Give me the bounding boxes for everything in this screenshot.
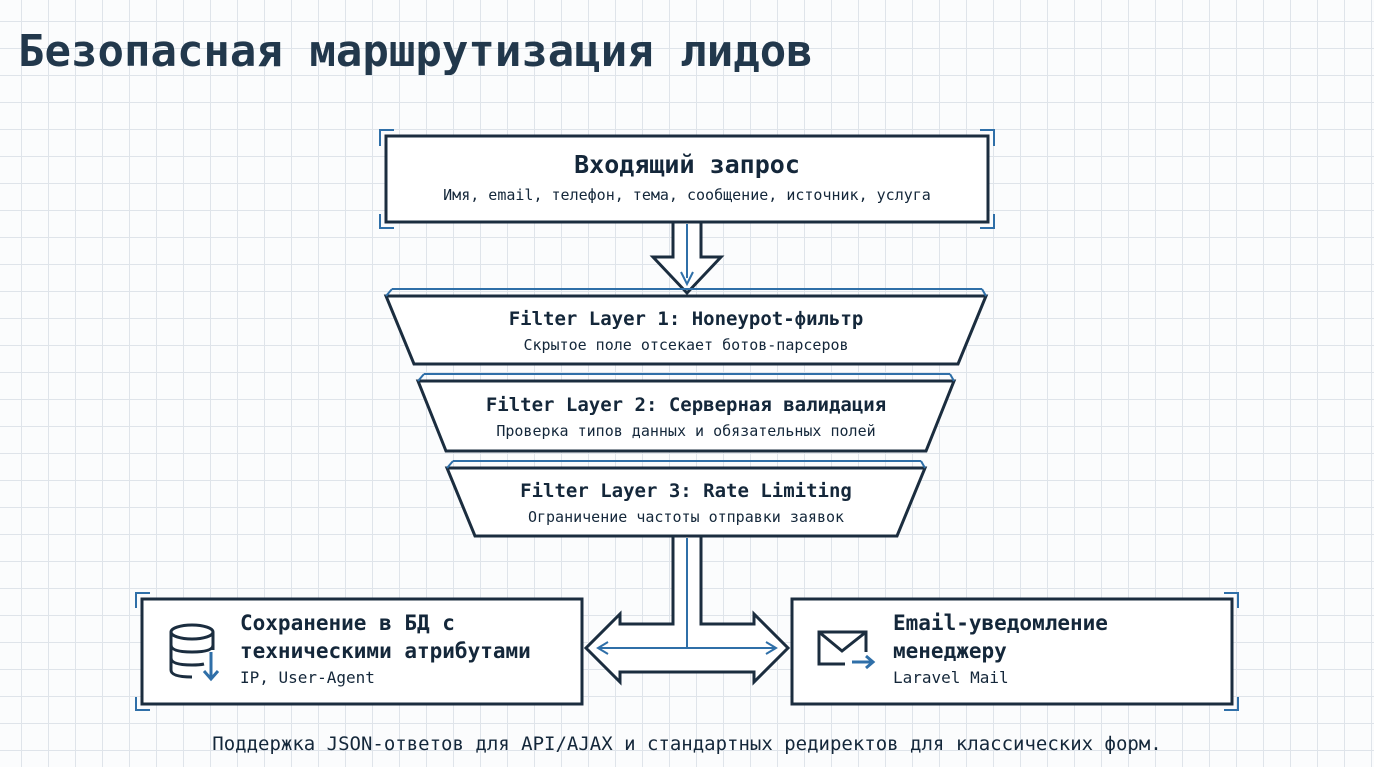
filter-layer-3-desc: Ограничение частоты отправки заявок — [527, 508, 845, 526]
db-output-title-line2: техническими атрибутами — [240, 639, 531, 663]
split-arrow — [583, 534, 791, 686]
filter-layer-2-shape — [415, 373, 957, 453]
incoming-request-fields: Имя, email, телефон, тема, сообщение, ис… — [443, 186, 931, 204]
email-output-title-line2: менеджеру — [893, 639, 1007, 663]
envelope-send-icon — [817, 630, 876, 670]
filter-layer-1-title: Filter Layer 1: Honeypot-фильтр — [508, 308, 864, 330]
filter-layer-2-title: Filter Layer 2: Серверная валидация — [485, 394, 887, 416]
filter-layer-1-shape — [383, 288, 989, 366]
incoming-request-title: Входящий запрос — [574, 150, 800, 179]
db-output-box — [135, 592, 584, 711]
email-output-title-line1: Email-уведомление — [893, 611, 1108, 635]
database-download-icon — [169, 623, 220, 682]
email-output-desc: Laravel Mail — [893, 668, 1009, 687]
db-output-desc: IP, User-Agent — [240, 668, 375, 687]
filter-layer-2-desc: Проверка типов данных и обязательных пол… — [496, 422, 876, 440]
filter-layer-1-desc: Скрытое поле отсекает ботов-парсеров — [523, 336, 849, 354]
filter-layer-3-shape — [444, 460, 928, 538]
down-arrow — [649, 220, 725, 296]
filter-layer-3-title: Filter Layer 3: Rate Limiting — [520, 480, 852, 502]
footer-note: Поддержка JSON-ответов для API/AJAX и ст… — [212, 733, 1162, 755]
db-output-title-line1: Сохранение в БД с — [240, 611, 455, 635]
incoming-request-box — [379, 129, 995, 229]
page-title: Безопасная маршрутизация лидов — [18, 26, 813, 77]
